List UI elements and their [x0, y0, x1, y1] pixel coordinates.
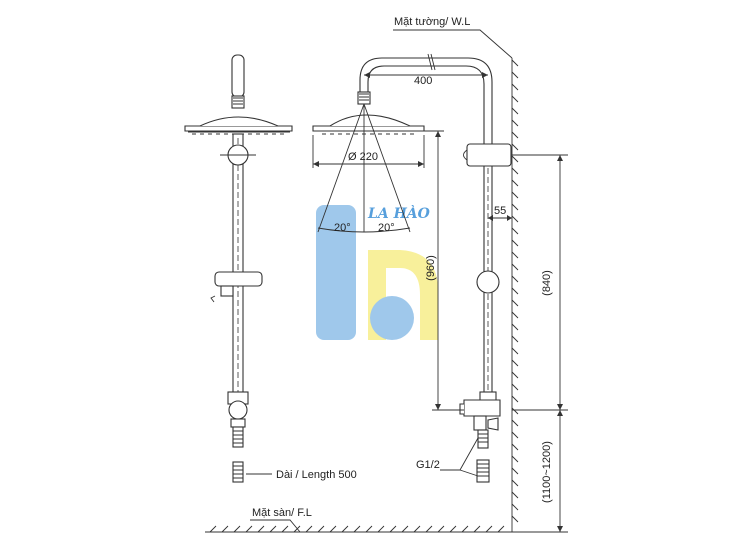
floor-line [205, 525, 515, 533]
label-wall-level: Mặt tường/ W.L [394, 16, 470, 28]
label-width-400: 400 [414, 75, 432, 87]
label-hose-length: Dài / Length 500 [276, 469, 357, 481]
label-height-960: (960) [425, 255, 437, 281]
front-view-shower [184, 54, 293, 483]
label-floor-height: (1100~1200) [541, 441, 553, 503]
label-offset-55: 55 [494, 205, 506, 217]
label-inlet-thread: G1/2 [416, 459, 440, 471]
side-view-shower [312, 53, 512, 483]
label-height-840: (840) [541, 270, 553, 296]
dimension-lines [246, 29, 568, 533]
label-angle-left: 20° [334, 222, 351, 234]
wall-line [511, 58, 519, 532]
dimension-labels: Mặt tường/ W.L 400 Ø 220 20° 20° 55 (960… [252, 16, 553, 519]
watermark-blue-dot [370, 296, 414, 340]
watermark-text: LA HÀO [367, 204, 431, 222]
watermark-logo: LA HÀO [316, 204, 438, 340]
label-angle-right: 20° [378, 222, 395, 234]
label-floor-level: Mặt sàn/ F.L [252, 507, 312, 519]
watermark-blue-bar [316, 205, 356, 340]
label-head-diameter: Ø 220 [348, 151, 378, 163]
